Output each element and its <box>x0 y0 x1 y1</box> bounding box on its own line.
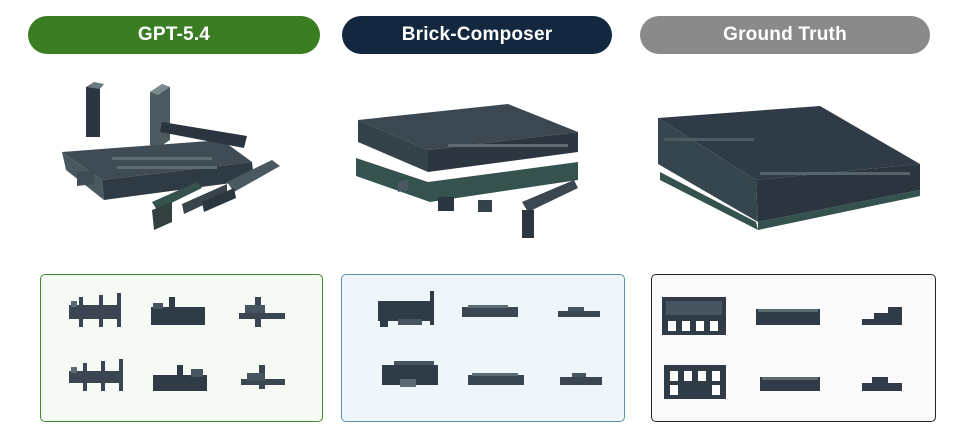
thumb-gpt-3 <box>239 297 285 327</box>
thumb-gpt-1 <box>69 293 121 327</box>
thumb-gpt-6 <box>241 365 285 389</box>
thumb-gt-1 <box>662 297 726 335</box>
thumb-bc-5 <box>468 373 524 385</box>
thumb-bc-2 <box>462 305 518 317</box>
label-pill-ground-truth: Ground Truth <box>640 16 930 54</box>
thumb-bc-3 <box>558 307 600 317</box>
label-pill-brick-composer: Brick-Composer <box>342 16 612 54</box>
thumbnail-panel-brick-composer <box>341 274 625 422</box>
thumbnail-panel-gpt <box>40 274 323 422</box>
thumbnail-panel-ground-truth <box>651 274 936 422</box>
render-gpt <box>62 82 280 230</box>
column-ground-truth: Ground Truth <box>640 0 940 439</box>
thumb-gt-2 <box>756 309 820 325</box>
thumb-gt-4 <box>664 365 726 399</box>
thumb-bc-1 <box>378 291 434 327</box>
thumb-bc-4 <box>382 361 438 387</box>
render-brick-composer <box>356 104 578 238</box>
label-pill-gpt: GPT-5.4 <box>28 16 320 54</box>
thumb-gpt-2 <box>151 297 205 325</box>
thumb-gt-3 <box>862 307 902 325</box>
column-brick-composer: Brick-Composer <box>338 0 638 439</box>
thumb-gpt-5 <box>153 365 207 391</box>
thumb-gt-6 <box>862 377 902 391</box>
column-gpt: GPT-5.4 <box>22 0 323 439</box>
thumb-gt-5 <box>760 377 820 391</box>
thumb-gpt-4 <box>69 359 123 391</box>
thumb-bc-6 <box>560 373 602 385</box>
render-ground-truth <box>658 106 920 230</box>
